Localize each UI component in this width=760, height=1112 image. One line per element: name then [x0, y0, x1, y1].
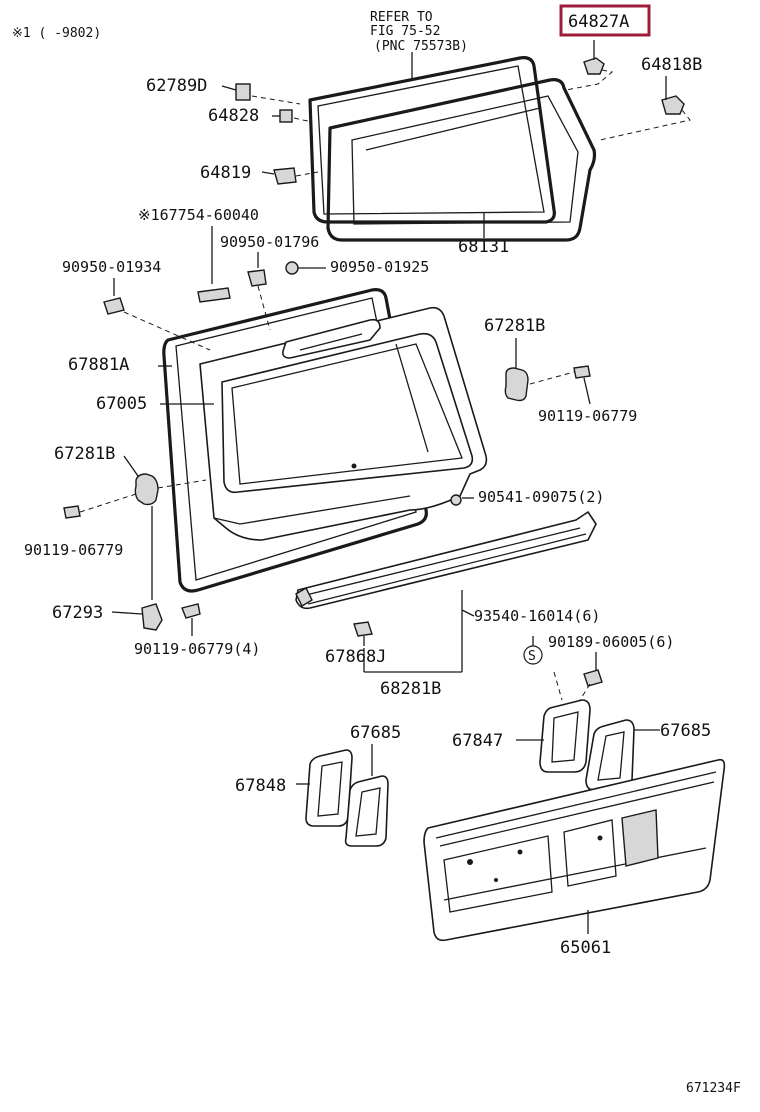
clip-90950-01796 [247, 269, 267, 287]
part-label-67881A[interactable]: 67881A [68, 355, 129, 375]
glass-weatherstrip-68131 [308, 56, 556, 224]
clip-67868J [353, 621, 373, 646]
back-window-glass [326, 78, 597, 242]
part-label-68131[interactable]: 68131 [458, 237, 509, 257]
nameplate-67754 [197, 287, 231, 303]
s-marker-text: S [528, 649, 536, 664]
figure-code: 671234F [686, 1081, 741, 1096]
part-label-64818B[interactable]: 64818B [641, 55, 702, 75]
part-label-90119-06779-left[interactable]: 90119-06779 [24, 541, 123, 559]
back-door-panel-67005 [199, 306, 488, 541]
part-label-67685-left[interactable]: 67685 [350, 723, 401, 743]
door-weatherstrip-67881A [162, 288, 428, 593]
part-label-90950-01796[interactable]: 90950-01796 [220, 233, 319, 251]
part-label-62789D[interactable]: 62789D [146, 76, 207, 96]
gasket-67685-right [585, 719, 635, 791]
part-label-65061[interactable]: 65061 [560, 938, 611, 958]
clip-90950-01934 [103, 297, 125, 315]
refer-line-1: REFER TO [370, 10, 433, 25]
part-label-93540-16014[interactable]: 93540-16014(6) [474, 607, 600, 625]
stopper-67281B-left [123, 455, 159, 506]
highlight-box [559, 4, 651, 37]
part-label-64819[interactable]: 64819 [200, 163, 251, 183]
gasket-67848 [305, 749, 353, 827]
part-label-68281B[interactable]: 68281B [380, 679, 441, 699]
part-label-90950-01925[interactable]: 90950-01925 [330, 258, 429, 276]
screw-90189-06005 [583, 652, 603, 687]
part-label-90950-01934[interactable]: 90950-01934 [62, 258, 161, 276]
part-label-67847[interactable]: 67847 [452, 731, 503, 751]
refer-line-3: (PNC 75573B) [374, 39, 468, 54]
refer-line-2: FIG 75-52 [370, 24, 440, 39]
stopper-67293 [111, 603, 163, 631]
part-label-67293[interactable]: 67293 [52, 603, 103, 623]
part-label-67848[interactable]: 67848 [235, 776, 286, 796]
part-label-90119-06779-right[interactable]: 90119-06779 [538, 407, 637, 425]
part-label-67005[interactable]: 67005 [96, 394, 147, 414]
clip-64827A [583, 40, 605, 75]
part-label-67685-right[interactable]: 67685 [660, 721, 711, 741]
stopper-67281B-right [504, 338, 529, 402]
applicability-note: ※1 ( -9802) [12, 26, 101, 41]
clip-64828 [272, 109, 293, 123]
bolt-90119-06779-4 [181, 603, 201, 636]
part-label-67281B-right[interactable]: 67281B [484, 316, 545, 336]
clip-90950-01925 [285, 261, 299, 275]
part-label-67868J[interactable]: 67868J [325, 647, 386, 667]
bumper-90541 [450, 494, 462, 506]
bolt-90119-06779-right [573, 365, 591, 405]
gasket-67847 [539, 699, 591, 773]
lower-weatherstrip-68281B [295, 511, 597, 610]
bolt-90119-06779-left [63, 505, 81, 519]
clip-62789D [221, 83, 251, 101]
clip-64819 [261, 167, 297, 185]
part-label-90119-06779-4[interactable]: 90119-06779(4) [134, 640, 260, 658]
part-label-64828[interactable]: 64828 [208, 106, 259, 126]
garnish-panel-65061 [423, 758, 726, 942]
part-label-67281B-left[interactable]: 67281B [54, 444, 115, 464]
part-label-90189-06005[interactable]: 90189-06005(6) [548, 633, 674, 651]
gasket-67685-left [344, 775, 389, 847]
part-label-90541-09075[interactable]: 90541-09075(2) [478, 488, 604, 506]
part-label-64827A[interactable]: 64827A [568, 12, 629, 32]
part-label-67754-60040[interactable]: ※167754-60040 [138, 206, 259, 224]
clip-64818B [661, 76, 685, 115]
